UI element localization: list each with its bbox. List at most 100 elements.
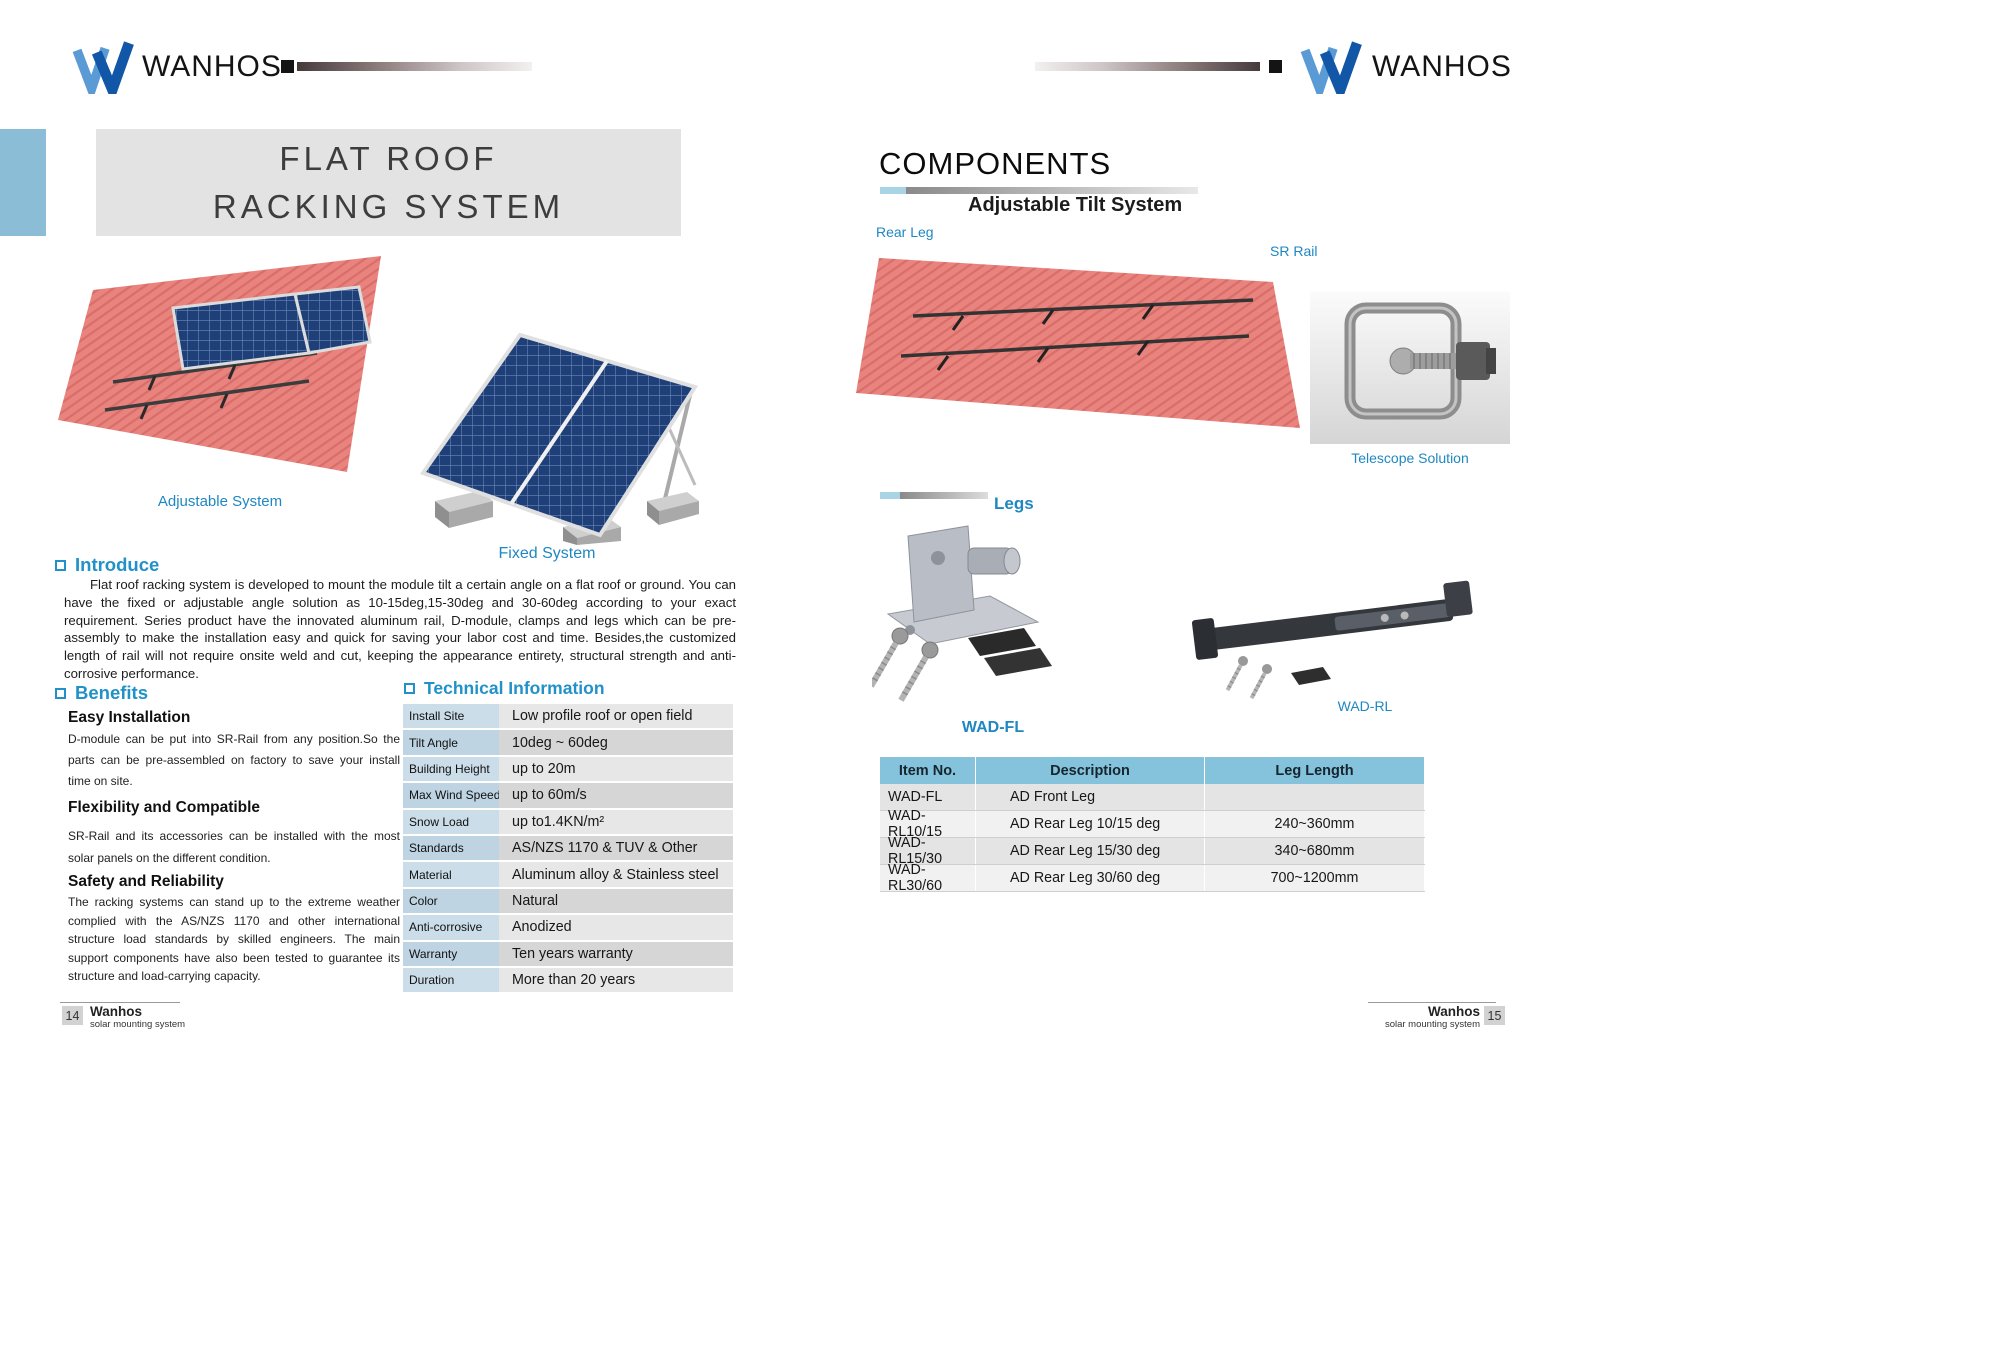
wanhos-logo-right (1300, 40, 1362, 94)
table-row: WAD-FL AD Front Leg (880, 784, 1425, 811)
adjustable-system-image (55, 250, 385, 492)
footer-tagline-right: solar mounting system (1384, 1019, 1480, 1030)
header-gradient-bar-left (297, 62, 532, 71)
tech-label: Building Height (403, 756, 499, 782)
header-gradient-bar-right (1035, 62, 1260, 71)
wanhos-logo-icon (72, 41, 134, 94)
technical-heading-label: Technical Information (424, 678, 605, 698)
concrete-blocks (435, 491, 699, 545)
tech-label: Anti-corrosive (403, 915, 499, 940)
header-square-left (281, 60, 294, 73)
tech-value: Aluminum alloy & Stainless steel (499, 862, 733, 887)
benefit-title-3: Safety and Reliability (68, 873, 224, 890)
benefits-heading: Benefits (55, 682, 148, 704)
table-row: WAD-RL15/30 AD Rear Leg 15/30 deg 340~68… (880, 835, 1425, 867)
col-header-leg-length: Leg Length (1205, 757, 1425, 784)
header-square-right (1269, 60, 1282, 73)
tech-value: Natural (499, 888, 733, 914)
tech-label: Install Site (403, 704, 499, 729)
tech-value: up to 20m (499, 756, 733, 782)
page-title: FLAT ROOF RACKING SYSTEM (96, 129, 681, 236)
page-number-left: 14 (62, 1006, 83, 1025)
footer-brand-left: Wanhos (90, 1004, 142, 1019)
tech-label: Duration (403, 967, 499, 993)
item-no-cell: WAD-RL15/30 (880, 835, 976, 867)
introduce-heading: Introduce (55, 554, 159, 576)
screw-icon (1225, 656, 1248, 692)
wad-fl-illustration (872, 525, 1052, 702)
leg-length-cell: 240~360mm (1205, 811, 1425, 837)
wad-rl-caption: WAD-RL (1337, 698, 1393, 714)
wanhos-logo-icon (1300, 41, 1362, 94)
components-underline-bar (880, 187, 1198, 194)
footer-brand-right: Wanhos (1428, 1004, 1480, 1019)
description-cell: AD Rear Leg 30/60 deg (976, 865, 1205, 891)
fixed-system-image (395, 295, 710, 545)
footer-rule-left (60, 1002, 180, 1003)
section-bullet-icon (404, 683, 415, 694)
adjustable-tilt-subheading: Adjustable Tilt System (968, 194, 1183, 216)
col-header-description: Description (976, 757, 1205, 784)
item-no-cell: WAD-RL30/60 (880, 862, 976, 894)
brand-name-left: WANHOS (142, 50, 282, 83)
tilt-system-roof-image (853, 238, 1303, 446)
adjustable-system-illustration (58, 256, 381, 472)
tilt-system-roof-illustration (856, 258, 1300, 428)
section-bullet-icon (55, 687, 66, 699)
tech-label: Tilt Angle (403, 730, 499, 755)
wad-rl-image (1185, 543, 1483, 705)
components-table: Item No. Description Leg Length WAD-FL A… (880, 757, 1425, 894)
adjustable-system-caption: Adjustable System (157, 493, 283, 510)
telescope-solution-image (1310, 292, 1510, 444)
tech-label: Material (403, 862, 499, 887)
item-no-cell: WAD-FL (880, 784, 976, 810)
tech-value: More than 20 years (499, 967, 733, 993)
tech-value: Anodized (499, 915, 733, 940)
screw-icon (872, 627, 909, 688)
tech-label: Warranty (403, 941, 499, 966)
telescope-solution-illustration (1310, 292, 1510, 444)
page-title-line1: FLAT ROOF (279, 139, 498, 177)
leg-length-cell: 340~680mm (1205, 838, 1425, 864)
fixed-system-illustration (419, 332, 699, 545)
leg-length-cell (1205, 784, 1425, 810)
rear-leg-label: Rear Leg (876, 224, 934, 240)
tech-value: Low profile roof or open field (499, 704, 733, 729)
description-cell: AD Rear Leg 10/15 deg (976, 811, 1205, 837)
tech-value: Ten years warranty (499, 941, 733, 966)
tech-label: Max Wind Speed (403, 783, 499, 808)
item-no-cell: WAD-RL10/15 (880, 808, 976, 840)
section-bullet-icon (55, 559, 66, 571)
legs-gradient-bar (880, 492, 988, 499)
benefit-body-1: D-module can be put into SR-Rail from an… (68, 732, 400, 788)
table-row: WAD-RL10/15 AD Rear Leg 10/15 deg 240~36… (880, 808, 1425, 840)
leg-length-cell: 700~1200mm (1205, 865, 1425, 891)
tech-label: Snow Load (403, 809, 499, 834)
benefit-title-1: Easy Installation (68, 709, 191, 726)
tech-label: Standards (403, 835, 499, 861)
tech-value: up to1.4KN/m² (499, 809, 733, 834)
footer-tagline-left: solar mounting system (90, 1019, 186, 1030)
wad-rl-illustration (1191, 580, 1473, 700)
description-cell: AD Front Leg (976, 784, 1205, 810)
tech-value: AS/NZS 1170 & TUV & Other (499, 835, 733, 861)
tech-value: 10deg ~ 60deg (499, 730, 733, 755)
title-accent-block (0, 129, 46, 236)
tech-value: up to 60m/s (499, 783, 733, 808)
wad-fl-image (872, 518, 1087, 708)
components-heading: COMPONENTS (879, 146, 1112, 181)
sr-rail-label: SR Rail (1270, 243, 1318, 259)
benefit-body-3: The racking systems can stand up to the … (68, 895, 400, 983)
telescope-solution-caption: Telescope Solution (1351, 450, 1469, 466)
